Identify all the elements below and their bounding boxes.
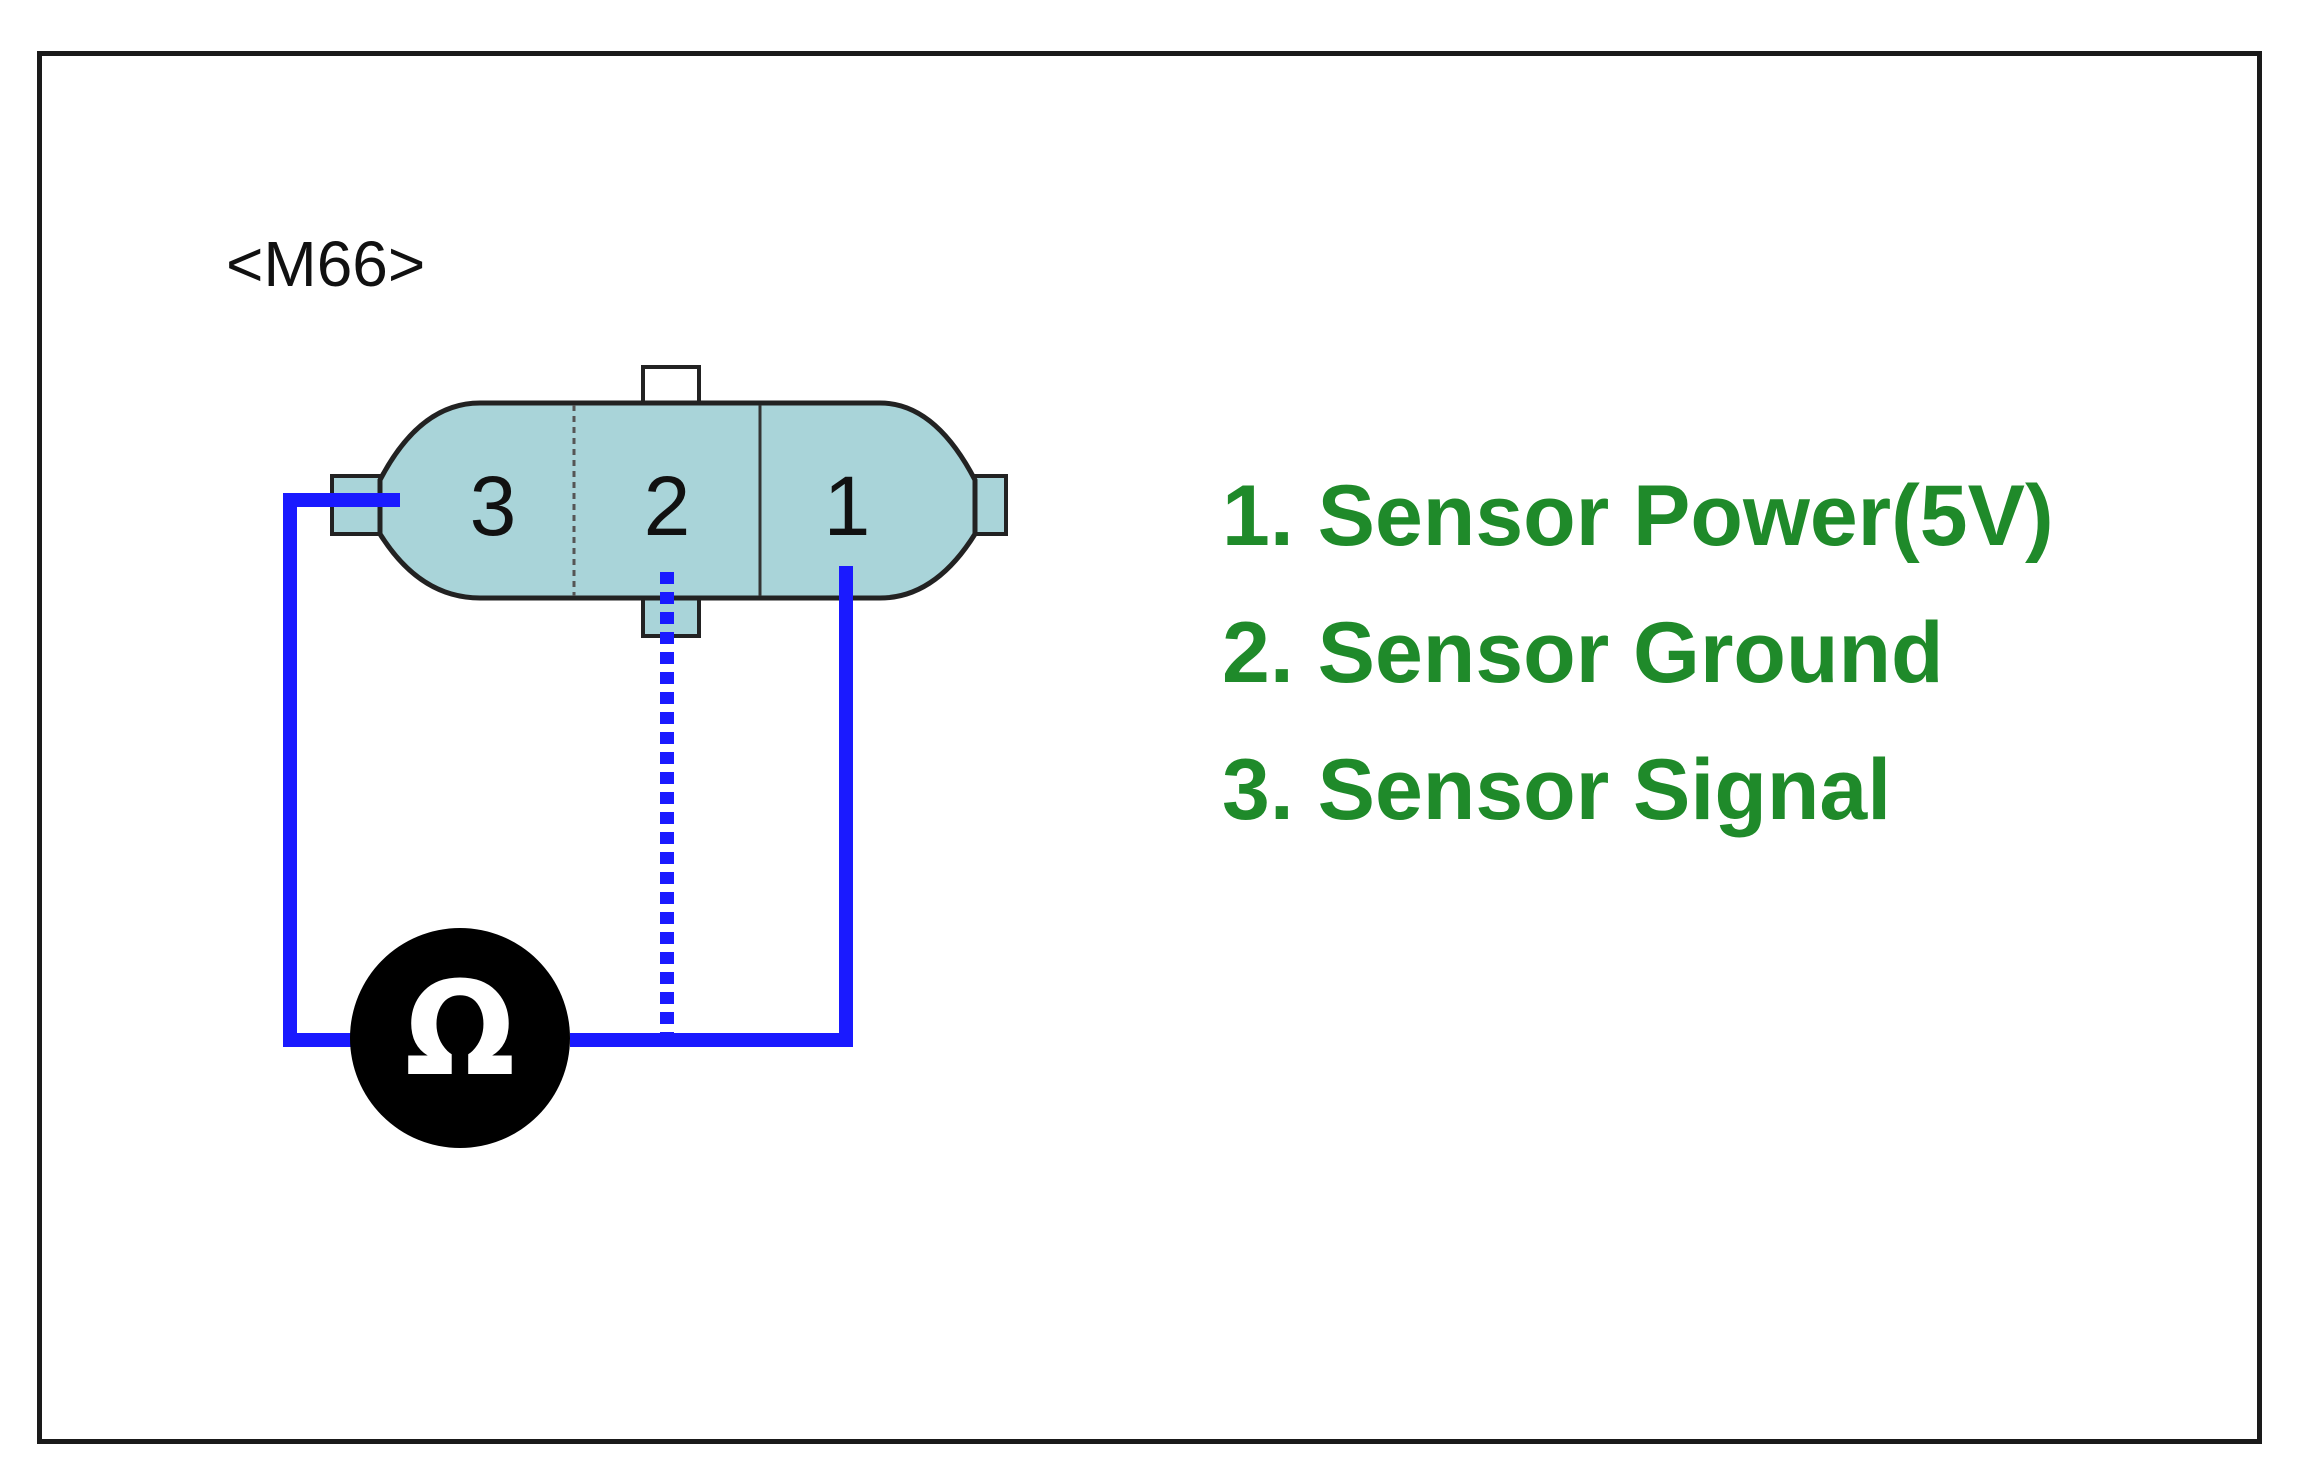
wire-pin3 [283,493,400,1047]
connector-id-label: <M66> [226,228,426,300]
ohm-symbol: Ω [404,953,516,1105]
connector-latch [641,365,701,405]
legend-item-sensor-signal: 3. Sensor Signal [1222,742,1892,838]
pin-label-3: 3 [469,459,517,553]
connector-body [377,400,978,601]
pin-legend: 1. Sensor Power(5V) 2. Sensor Ground 3. … [1222,448,2054,859]
legend-item-sensor-ground: 2. Sensor Ground [1222,605,1944,701]
wire-pin1 [570,566,853,1047]
ohmmeter-icon [350,928,570,1148]
diagram-frame [37,51,2262,1444]
legend-item-sensor-power: 1. Sensor Power(5V) [1222,468,2054,564]
pin-label-2: 2 [643,459,691,553]
pin-label-1: 1 [823,459,871,553]
